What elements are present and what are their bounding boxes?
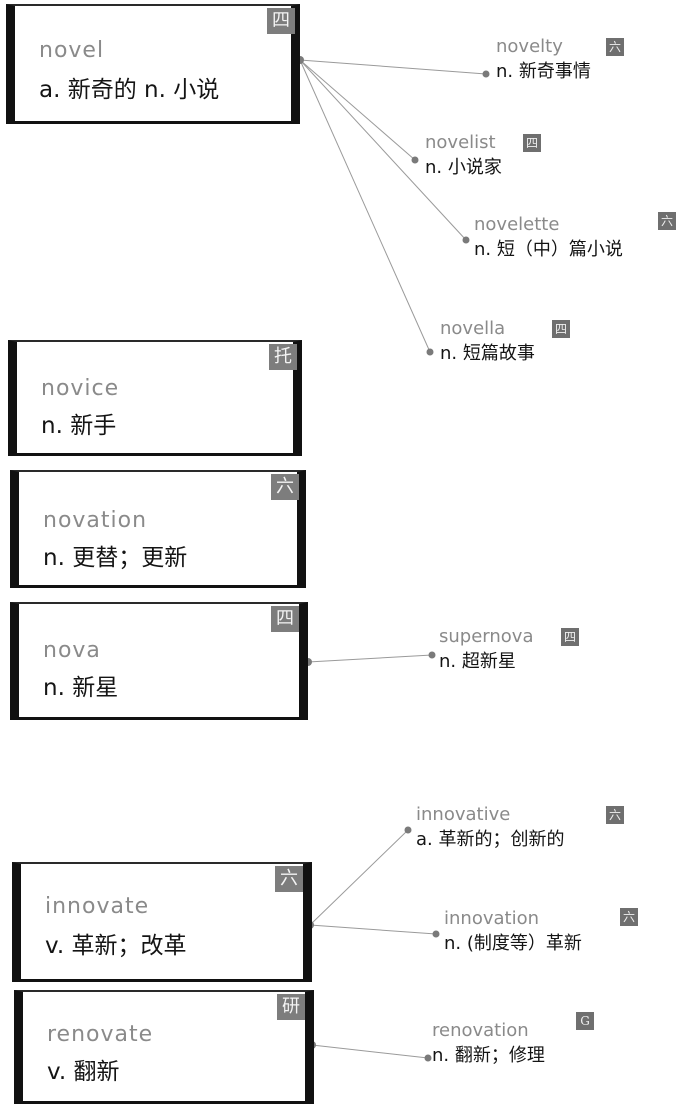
headword: innovate xyxy=(45,894,150,919)
definition: n. 更替；更新 xyxy=(43,545,188,571)
derivative-word: renovation xyxy=(432,1020,529,1041)
derivative-word: innovative xyxy=(416,804,511,825)
headword: nova xyxy=(43,638,101,663)
level-badge: 六 xyxy=(658,212,676,230)
level-badge: 托 xyxy=(269,344,297,370)
word-card-novel: novel a. 新奇的 n. 小说 四 xyxy=(6,4,300,124)
level-badge: 六 xyxy=(620,908,638,926)
word-card-novice: novice n. 新手 托 xyxy=(8,340,302,456)
derivative-novella: novella n. 短篇故事 四 xyxy=(440,318,570,365)
headword: renovate xyxy=(47,1022,154,1047)
derivative-novelist: novelist n. 小说家 四 xyxy=(425,132,541,179)
headword: novice xyxy=(41,376,120,401)
level-badge: 四 xyxy=(267,8,295,34)
derivative-word: novelette xyxy=(474,214,560,235)
derivative-definition: n. 新奇事情 xyxy=(496,61,591,82)
level-badge: 六 xyxy=(606,38,624,56)
derivative-innovative: innovative a. 革新的；创新的 六 xyxy=(416,804,624,851)
level-badge: 六 xyxy=(275,866,303,892)
word-card-renovate: renovate v. 翻新 研 xyxy=(14,990,314,1104)
derivative-definition: n. 小说家 xyxy=(425,157,502,178)
headword: novation xyxy=(43,508,148,533)
definition: a. 新奇的 n. 小说 xyxy=(39,77,220,103)
word-card-novation: novation n. 更替；更新 六 xyxy=(10,470,306,588)
derivative-definition: n. 短篇故事 xyxy=(440,343,535,364)
derivative-definition: a. 革新的；创新的 xyxy=(416,829,565,850)
level-badge: 四 xyxy=(271,606,299,632)
derivative-word: novelty xyxy=(496,36,563,57)
derivative-definition: n. 短（中）篇小说 xyxy=(474,239,623,260)
level-badge: 四 xyxy=(523,134,541,152)
level-badge: 六 xyxy=(606,806,624,824)
word-card-innovate: innovate v. 革新；改革 六 xyxy=(12,862,312,982)
derivative-word: innovation xyxy=(444,908,539,929)
level-badge: 六 xyxy=(271,474,299,500)
derivative-word: novella xyxy=(440,318,506,339)
definition: v. 翻新 xyxy=(47,1059,120,1085)
derivative-definition: n. 超新星 xyxy=(439,651,516,672)
word-card-nova: nova n. 新星 四 xyxy=(10,602,308,720)
level-badge: 研 xyxy=(277,994,305,1020)
level-badge: 四 xyxy=(561,628,579,646)
derivative-word: novelist xyxy=(425,132,496,153)
derivative-supernova: supernova n. 超新星 四 xyxy=(439,626,579,673)
derivative-definition: n. 翻新；修理 xyxy=(432,1045,545,1066)
level-badge: G xyxy=(576,1012,594,1030)
derivative-innovation: innovation n. (制度等）革新 六 xyxy=(444,908,638,955)
derivative-novelty: novelty n. 新奇事情 六 xyxy=(496,36,624,83)
derivative-word: supernova xyxy=(439,626,534,647)
derivative-definition: n. (制度等）革新 xyxy=(444,933,582,954)
derivative-novelette: novelette n. 短（中）篇小说 六 xyxy=(474,212,676,261)
derivative-renovation: renovation n. 翻新；修理 G xyxy=(432,1012,594,1067)
level-badge: 四 xyxy=(552,320,570,338)
definition: n. 新星 xyxy=(43,675,119,701)
definition: n. 新手 xyxy=(41,413,117,439)
definition: v. 革新；改革 xyxy=(45,933,187,959)
headword: novel xyxy=(39,38,105,63)
